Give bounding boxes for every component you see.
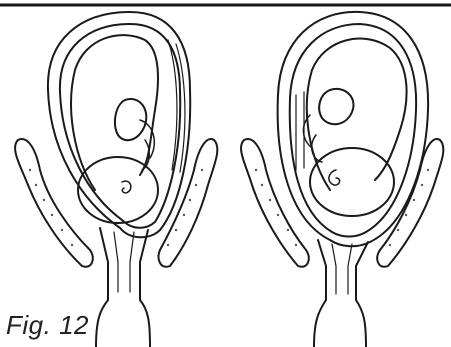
left-cervix [100, 228, 148, 300]
right-fetus-body [307, 39, 407, 190]
left-pelvis-bone-r [158, 139, 217, 267]
left-panel [15, 12, 217, 347]
right-uterus-outer [278, 12, 428, 246]
left-fetal-ear [122, 181, 131, 193]
figure-label: Fig. 12 [6, 310, 89, 341]
right-fetal-legs [303, 115, 322, 162]
left-vaginal-canal [96, 300, 150, 347]
right-vaginal-canal [314, 300, 366, 347]
left-fetal-arm [115, 99, 146, 140]
left-uterus-outer [48, 12, 190, 237]
right-panel [241, 12, 443, 347]
right-cervix-inner [332, 244, 352, 294]
right-fetal-arm [319, 89, 353, 124]
right-fetal-ear [329, 170, 340, 185]
right-cervix [318, 240, 368, 300]
right-pelvis-bone-l [241, 139, 309, 267]
left-cervix-inner [114, 232, 134, 292]
right-fetal-head [310, 148, 394, 216]
